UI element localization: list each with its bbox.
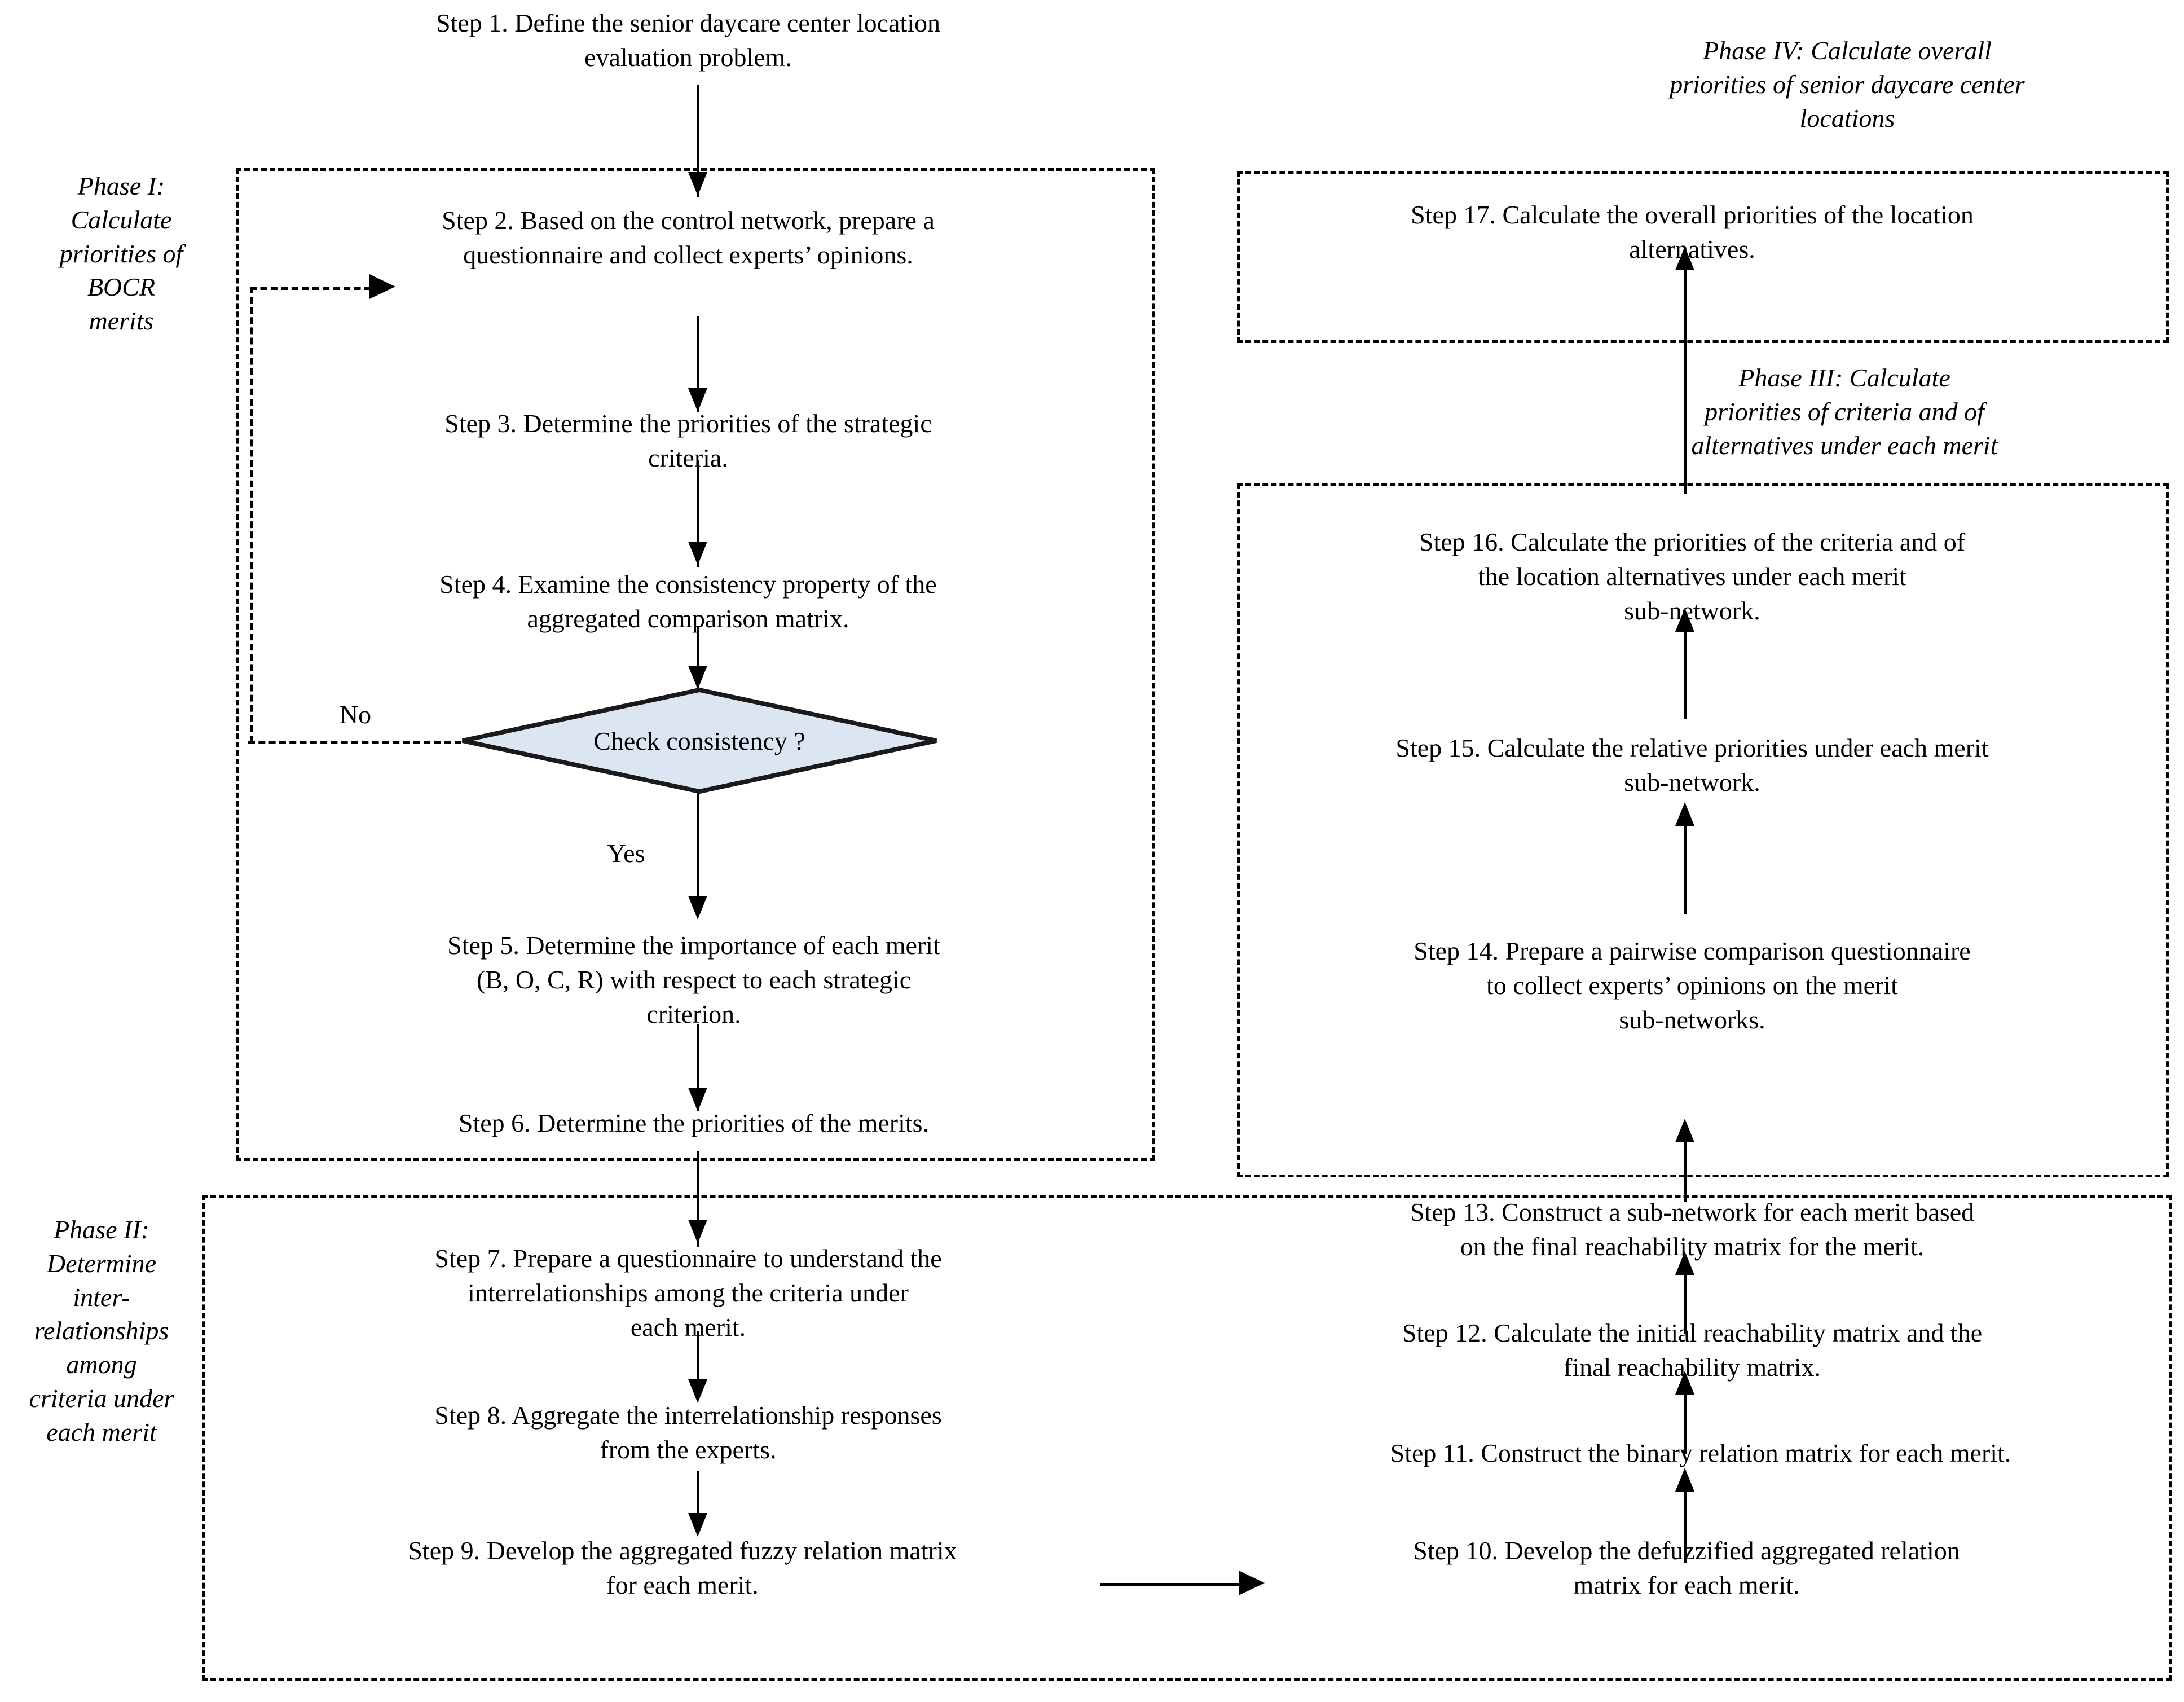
phase3-label: Phase III: Calculate priorities of crite… xyxy=(1691,363,1998,460)
step-16-text: Step 16. Calculate the priorities of the… xyxy=(1419,527,1966,626)
connector-step4-decision xyxy=(697,626,699,694)
yes-branch-label: Yes xyxy=(607,839,645,868)
no-branch-vertical xyxy=(250,287,253,742)
phase4-container xyxy=(1237,171,2169,343)
step-8-text: Step 8. Aggregate the interrelationship … xyxy=(434,1401,942,1464)
phase3-container xyxy=(1237,483,2169,1177)
arrowhead-step5-step6 xyxy=(688,1088,707,1111)
step-7-text: Step 7. Prepare a questionnaire to under… xyxy=(434,1244,942,1342)
step-17-text: Step 17. Calculate the overall prioritie… xyxy=(1411,200,1974,264)
arrowhead-step8-step9 xyxy=(688,1513,707,1537)
connector-step2-step3 xyxy=(697,316,699,412)
phase2-container xyxy=(202,1195,2172,1681)
connector-step5-step6 xyxy=(697,1024,699,1111)
step-2-text: Step 2. Based on the control network, pr… xyxy=(442,206,935,270)
step-4-text: Step 4. Examine the consistency property… xyxy=(439,570,937,634)
arrowhead-step2-step3 xyxy=(688,388,707,412)
connector-step8-step9 xyxy=(697,1471,699,1531)
arrowhead-step13-step14 xyxy=(1675,1119,1694,1142)
step-14-text: Step 14. Prepare a pairwise comparison q… xyxy=(1414,936,1971,1035)
no-branch-horizontal xyxy=(248,741,461,744)
step-5-text: Step 5. Determine the importance of each… xyxy=(447,931,940,1029)
arrowhead-step6-step7 xyxy=(688,1220,707,1243)
connector-step11-step12 xyxy=(1684,1392,1687,1454)
connector-step9-step10 xyxy=(1100,1583,1241,1586)
phase2-label: Phase II: Determine inter- relationships… xyxy=(29,1215,174,1446)
connector-step15-step16 xyxy=(1684,629,1687,719)
connector-step6-step7 xyxy=(697,1151,699,1247)
arrowhead-step3-step4 xyxy=(688,542,707,565)
no-branch-return-horizontal xyxy=(250,287,371,290)
step-3-text: Step 3. Determine the priorities of the … xyxy=(444,409,932,473)
arrowhead-step10-step11 xyxy=(1675,1468,1694,1492)
step-11-text: Step 11. Construct the binary relation m… xyxy=(1390,1439,2011,1467)
no-branch-label: No xyxy=(339,700,372,729)
arrowhead-step12-step13 xyxy=(1675,1251,1694,1275)
connector-step14-step15 xyxy=(1684,824,1687,914)
connector-step7-step8 xyxy=(697,1331,699,1396)
connector-decision-step5 xyxy=(697,793,699,914)
step-15-text: Step 15. Calculate the relative prioriti… xyxy=(1395,733,1989,797)
decision-check-consistency[interactable]: Check consistency ? xyxy=(460,687,939,794)
arrowhead-yes-branch xyxy=(688,896,707,920)
arrowhead-step7-step8 xyxy=(688,1379,707,1403)
step-12-text: Step 12. Calculate the initial reachabil… xyxy=(1402,1318,1983,1382)
arrowhead-step11-step12 xyxy=(1675,1371,1694,1395)
arrowhead-step14-step15 xyxy=(1675,802,1694,826)
arrowhead-step15-step16 xyxy=(1675,608,1694,632)
arrowhead-step4-decision xyxy=(688,666,707,689)
connector-step1-step2 xyxy=(697,85,699,197)
step-1-text: Step 1. Define the senior daycare center… xyxy=(435,8,941,72)
phase1-container xyxy=(236,168,1155,1161)
step-9-text: Step 9. Develop the aggregated fuzzy rel… xyxy=(408,1536,957,1600)
step-13-text: Step 13. Construct a sub-network for eac… xyxy=(1410,1198,1975,1261)
connector-step12-step13 xyxy=(1684,1272,1687,1334)
phase1-label: Phase I: Calculate priorities of BOCR me… xyxy=(59,171,183,336)
step-10-text: Step 10. Develop the defuzzified aggrega… xyxy=(1413,1536,1960,1600)
connector-step16-step17 xyxy=(1684,268,1687,494)
phase4-label: Phase IV: Calculate overall priorities o… xyxy=(1670,36,2025,133)
arrowhead-step16-step17 xyxy=(1675,247,1694,270)
arrowhead-step9-step10 xyxy=(1239,1571,1265,1595)
step-6-text: Step 6. Determine the priorities of the … xyxy=(458,1109,930,1137)
arrowhead-step1-step2 xyxy=(688,172,707,196)
decision-label: Check consistency ? xyxy=(593,726,805,755)
decision-shape xyxy=(462,687,937,794)
connector-step3-step4 xyxy=(697,460,699,567)
connector-step13-step14 xyxy=(1684,1140,1687,1202)
connector-step10-step11 xyxy=(1684,1489,1687,1563)
arrowhead-no-branch xyxy=(369,274,395,299)
